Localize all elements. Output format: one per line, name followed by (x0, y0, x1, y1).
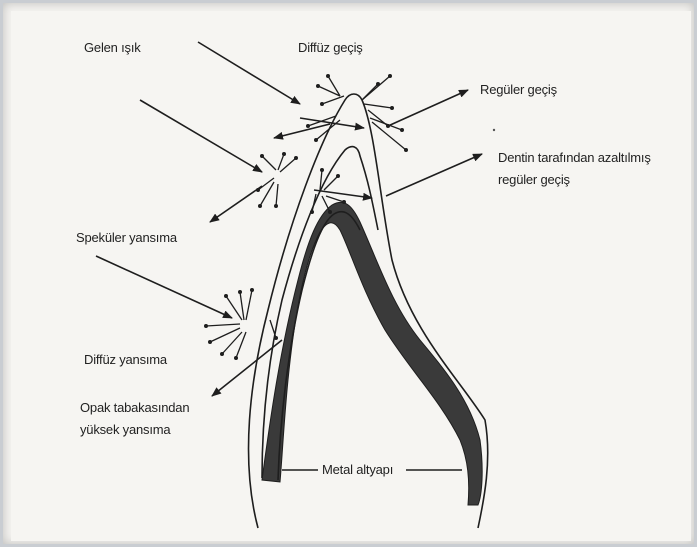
incoming-light-arrow-1 (198, 42, 300, 104)
label-metal-substructure: Metal altyapı (322, 462, 393, 477)
regular-transmission-arrow (388, 90, 468, 126)
label-opaque-1: Opak tabakasından (80, 400, 189, 415)
incoming-light-arrow-3 (96, 256, 232, 318)
label-specular-reflection: Speküler yansıma (76, 230, 178, 245)
diffuse-burst-middle (258, 154, 344, 212)
metal-substructure (262, 202, 482, 505)
specular-reflection-arrow (210, 186, 262, 222)
opaque-reflection-arrow (212, 340, 282, 396)
diffuse-burst-lower (206, 290, 276, 358)
diffuse-burst-top (308, 76, 406, 150)
incoming-light-arrow-2 (140, 100, 262, 172)
dentin-reduced-arrow (386, 154, 482, 196)
label-incoming-light: Gelen ışık (84, 40, 141, 55)
opaque-layer-line (278, 212, 360, 480)
label-diffuse-reflection: Diffüz yansıma (84, 352, 168, 367)
label-diffuse-transmission: Diffüz geçiş (298, 40, 363, 55)
label-dentin-reduced-2: regüler geçiş (498, 172, 571, 187)
stray-mark (493, 129, 495, 131)
label-regular-transmission: Regüler geçiş (480, 82, 558, 97)
label-dentin-reduced-1: Dentin tarafından azaltılmış (498, 150, 651, 165)
label-opaque-2: yüksek yansıma (80, 422, 171, 437)
